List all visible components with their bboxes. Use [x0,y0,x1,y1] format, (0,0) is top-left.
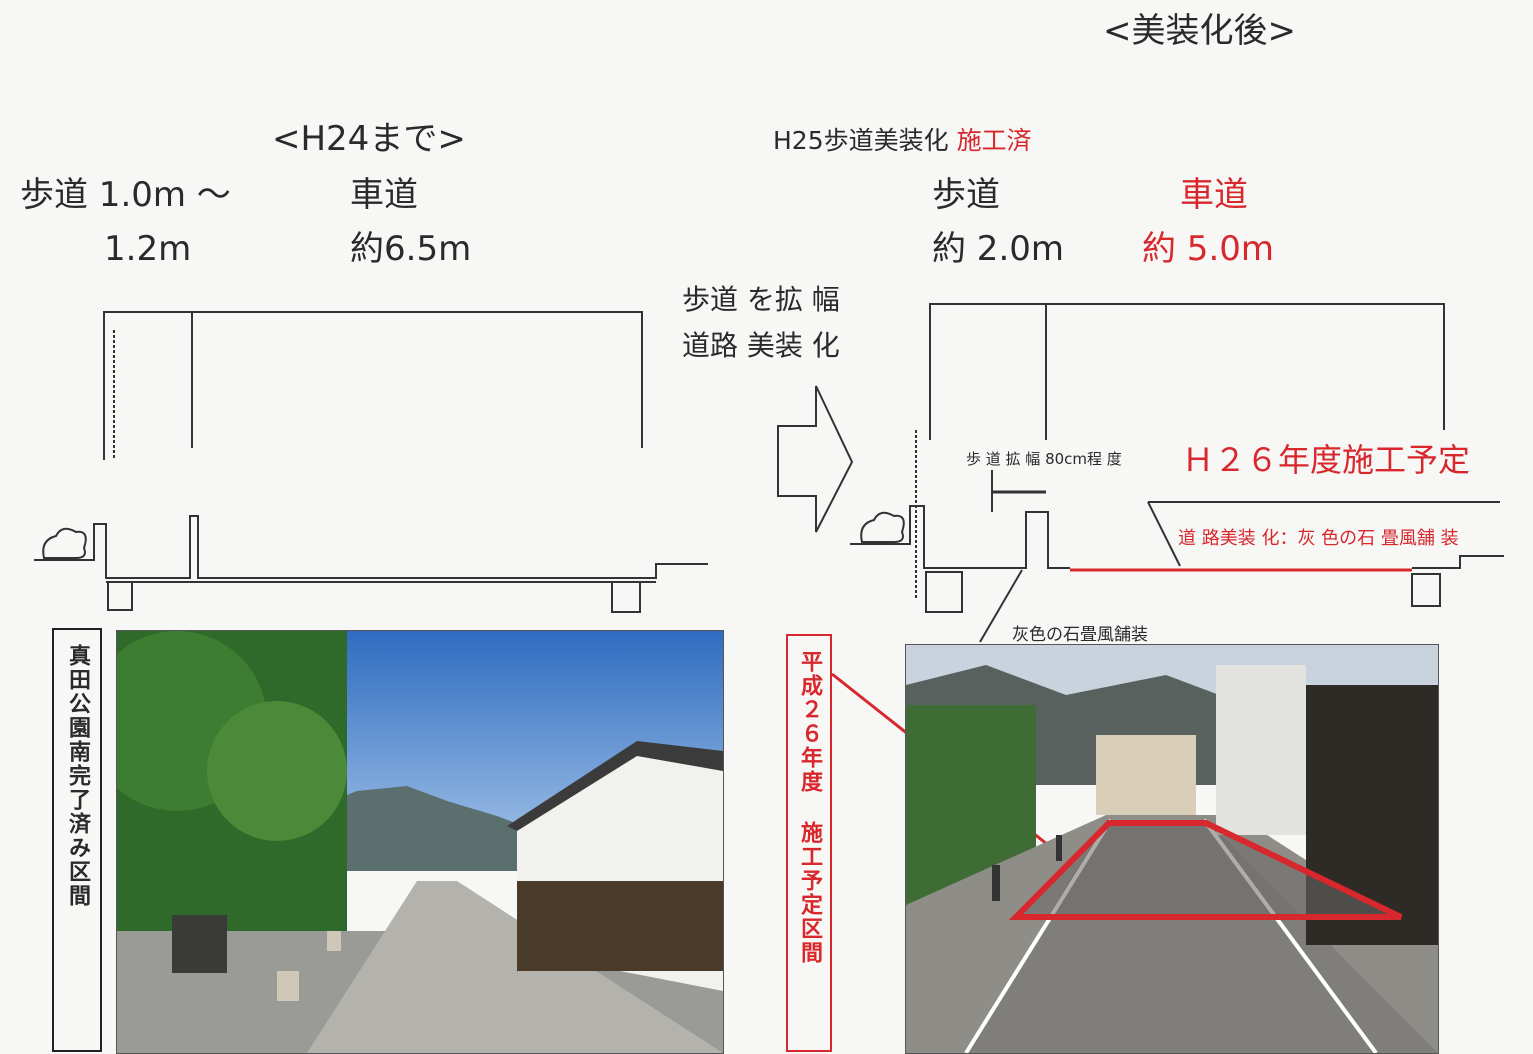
planned-street-image [906,645,1438,1053]
after-plan-status: 施工済 [956,126,1032,155]
after-plan-label: H25歩道美装化 [773,126,949,155]
paving-note: 道 路美装 化：灰 色の石 畳風舗 装 [1178,528,1459,549]
after-road-label: 車道 [1180,175,1248,215]
completed-section-photo [116,630,724,1054]
arrow-text-line1: 歩道 を拡 幅 [682,283,840,316]
widen-note: 歩 道 拡 幅 80cm程 度 [966,450,1122,468]
after-sidewalk-label: 歩道 [932,175,1000,215]
before-sidewalk-label: 歩道 1.0m ～ [20,175,231,215]
after-cross-section [850,303,1504,643]
before-gutter-left [107,581,133,611]
before-dimension-line [103,311,643,460]
transition-arrow [777,385,854,533]
left-photo-caption: 真田公園南完了済み区間 [52,628,102,1052]
sidewalk-paving-note: 灰色の石畳風舗装 [1012,625,1148,645]
after-sidewalk-width: 約 2.0m [932,229,1064,269]
before-road-width: 約6.5m [350,229,472,269]
arrow-text-line2: 道路 美装 化 [682,329,840,362]
schedule-label: Ｈ２６年度施工予定 [1182,441,1471,479]
after-gutter-left [925,571,963,613]
before-title: <H24まで> [272,119,466,159]
before-ground-line [34,515,708,579]
paving-leader-diagonal [1147,501,1181,567]
after-curb-right [1412,555,1504,569]
after-plan: H25歩道美装化 施工済 [773,128,1032,153]
before-gutter-right [611,581,641,613]
after-road-width: 約 5.0m [1142,229,1274,269]
after-title: <美装化後> [1103,11,1296,51]
planned-section-photo [905,644,1439,1054]
before-sidewalk-width: 1.2m [104,229,192,269]
completed-street-image [117,631,723,1053]
before-cross-section [34,311,708,613]
after-dimension-line [929,303,1445,440]
hedge-icon [860,511,905,543]
before-road-label: 車道 [350,175,418,215]
hedge-icon [42,527,87,559]
sidewalk-leader-line [979,569,1023,643]
after-ground-line [850,505,1070,569]
after-gutter-right [1411,573,1441,607]
right-photo-caption: 平成２６年度 施工予定区間 [786,634,832,1052]
right-arrow-icon [777,385,854,533]
